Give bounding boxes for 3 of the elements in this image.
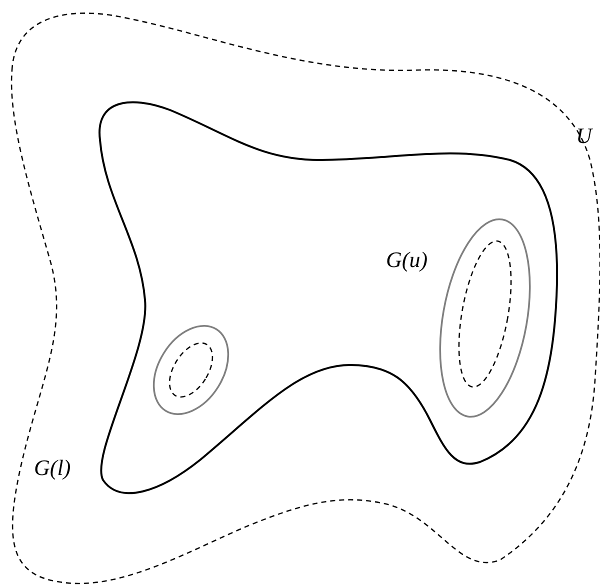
math-label: G(l) <box>34 456 71 480</box>
math-label: G(u) <box>386 248 428 272</box>
math-label: U <box>576 124 592 148</box>
